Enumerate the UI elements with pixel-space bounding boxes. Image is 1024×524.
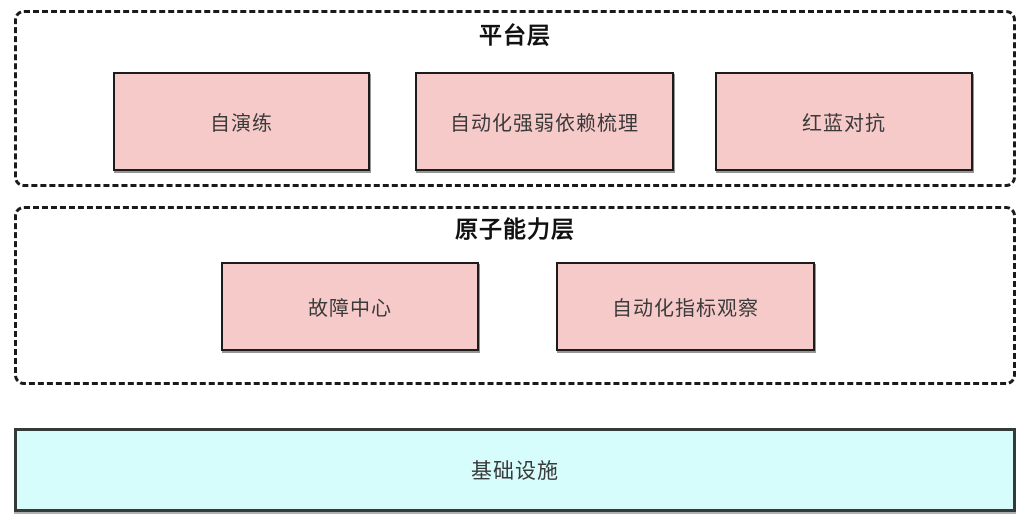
module-box-auto-metric-observation: 自动化指标观察 <box>556 262 815 351</box>
module-box-red-blue-confrontation: 红蓝对抗 <box>715 72 973 171</box>
module-box-fault-center: 故障中心 <box>221 262 479 351</box>
platform-layer-title: 平台层 <box>479 22 551 48</box>
platform-layer-container: 平台层 自演练 自动化强弱依赖梳理 红蓝对抗 <box>14 10 1016 187</box>
atomic-capability-layer-container: 原子能力层 故障中心 自动化指标观察 <box>14 206 1016 385</box>
module-box-self-drill: 自演练 <box>113 72 370 171</box>
module-box-auto-dependency-analysis: 自动化强弱依赖梳理 <box>415 72 674 171</box>
infrastructure-box: 基础设施 <box>14 428 1016 512</box>
atomic-capability-layer-title: 原子能力层 <box>455 216 575 242</box>
